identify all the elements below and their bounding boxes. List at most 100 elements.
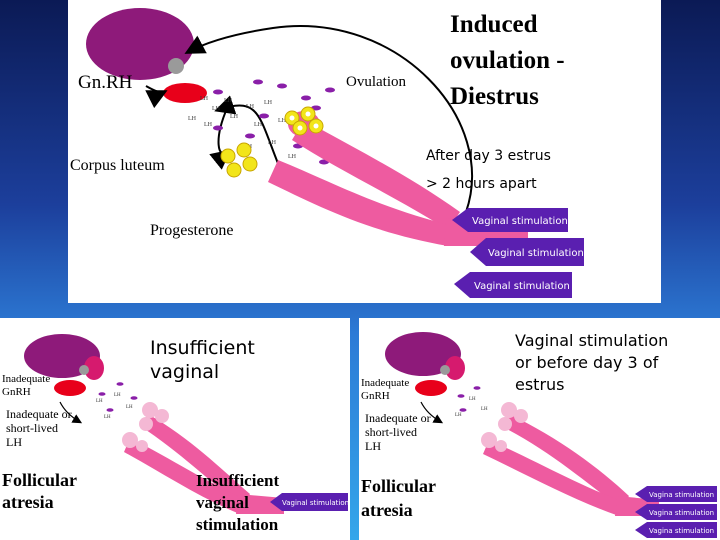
hypothalamus-lobe xyxy=(84,356,104,380)
early-stimulation-panel: LH LH LH Inadequate GnRH Inadequate or sh… xyxy=(359,318,720,540)
svg-text:Vagina stimulation: Vagina stimulation xyxy=(649,491,714,499)
hypothalamus-nucleus xyxy=(440,365,450,375)
svg-text:ovulation -: ovulation - xyxy=(450,47,565,74)
insufficient-label-3: stimulation xyxy=(196,515,279,534)
pituitary-shape xyxy=(163,83,207,103)
vaginal-stimulation-arrow-3: Vagina stimulation xyxy=(635,522,717,538)
short-lived-lh-label: Inadequate or xyxy=(6,407,72,421)
panel-title: Vaginal stimulation xyxy=(515,331,668,350)
svg-text:LH: LH xyxy=(126,405,133,410)
progesterone-label: Progesterone xyxy=(150,222,234,239)
svg-text:LH: LH xyxy=(288,154,297,160)
inadequate-gnrh-label-2: GnRH xyxy=(2,386,31,398)
ovary-follicles xyxy=(122,402,169,452)
hypothalamus-shape xyxy=(385,332,461,376)
insufficient-label: Insufficient xyxy=(196,471,279,490)
short-lived-lh-label-3: LH xyxy=(365,439,381,453)
svg-text:LH: LH xyxy=(246,104,255,110)
follicular-atresia-label: Follicular xyxy=(2,470,77,490)
svg-text:LH: LH xyxy=(114,393,121,398)
svg-text:Vaginal stimulation: Vaginal stimulation xyxy=(488,248,584,259)
svg-text:LH: LH xyxy=(212,106,221,112)
pituitary-shape xyxy=(415,380,447,396)
feedback-arrow xyxy=(184,25,473,213)
timing-line-2: > 2 hours apart xyxy=(426,176,537,192)
short-lived-lh-label-3: LH xyxy=(6,435,22,449)
panel-title-3: estrus xyxy=(515,375,565,394)
corpora-lutea xyxy=(220,142,258,178)
follicular-atresia-label-2: atresia xyxy=(2,492,54,512)
svg-text:LH: LH xyxy=(230,114,239,120)
hypothalamus-shape xyxy=(86,8,194,80)
svg-text:LH: LH xyxy=(264,100,273,106)
uterine-horn-lower xyxy=(268,160,454,246)
corpus-luteum-label: Corpus luteum xyxy=(70,157,165,174)
inadequate-gnrh-label-2: GnRH xyxy=(361,390,390,402)
ovulation-label: Ovulation xyxy=(346,74,406,90)
svg-text:LH: LH xyxy=(469,397,476,402)
pituitary-shape xyxy=(54,380,86,396)
progesterone-arrow xyxy=(214,95,285,179)
inadequate-gnrh-label: Inadequate xyxy=(2,373,50,385)
follicular-atresia-label-2: atresia xyxy=(361,500,413,520)
short-lived-lh-label-2: short-lived xyxy=(365,425,417,439)
lh-labels: LH LH LH xyxy=(455,397,488,418)
svg-text:LH: LH xyxy=(268,140,277,146)
svg-text:Diestrus: Diestrus xyxy=(450,83,539,110)
svg-text:LH: LH xyxy=(96,399,103,404)
vaginal-stimulation-arrow-3: Vaginal stimulation xyxy=(454,272,572,298)
cervix-vagina xyxy=(236,494,284,514)
uterine-horn-lower xyxy=(483,440,625,516)
uterine-horn-upper xyxy=(292,120,460,230)
svg-text:Vaginal stimulation: Vaginal stimulation xyxy=(474,281,570,292)
panel-title: Insufficient xyxy=(150,337,255,359)
svg-text:LH: LH xyxy=(200,96,209,102)
svg-text:LH: LH xyxy=(224,98,233,104)
lh-arrow xyxy=(420,401,444,424)
short-lived-lh-label-2: short-lived xyxy=(6,421,58,435)
uterine-horn-upper xyxy=(140,414,250,506)
gnrh-arrow xyxy=(145,85,168,109)
svg-text:Vaginal stimulation: Vaginal stimulation xyxy=(282,499,349,507)
panel-title-2: or before day 3 of xyxy=(515,353,659,372)
early-stimulation-diagram: LH LH LH Inadequate GnRH Inadequate or sh… xyxy=(361,331,717,538)
svg-text:LH: LH xyxy=(455,413,462,418)
gnrh-label: Gn.RH xyxy=(78,72,133,93)
svg-text:LH: LH xyxy=(254,122,263,128)
svg-text:LH: LH xyxy=(188,116,197,122)
hypothalamus-lobe xyxy=(445,356,465,380)
follicular-atresia-label: Follicular xyxy=(361,476,436,496)
svg-text:Vagina stimulation: Vagina stimulation xyxy=(649,527,714,535)
svg-text:Induced: Induced xyxy=(450,11,538,38)
insufficient-label-2: vaginal xyxy=(196,493,249,512)
vaginal-stimulation-arrow: Vaginal stimulation xyxy=(270,493,349,511)
svg-text:LH: LH xyxy=(481,407,488,412)
lh-molecules xyxy=(457,386,481,412)
svg-text:Vaginal stimulation: Vaginal stimulation xyxy=(472,216,568,227)
lh-labels: LH LH LH LH xyxy=(96,393,133,420)
timing-line-1: After day 3 estrus xyxy=(426,148,551,164)
hypothalamus-nucleus xyxy=(79,365,89,375)
vaginal-stimulation-arrow-1: Vaginal stimulation xyxy=(452,208,568,232)
svg-text:LH: LH xyxy=(104,415,111,420)
lh-arrow xyxy=(59,401,83,424)
uterine-horn-upper xyxy=(501,414,629,508)
page-title: Induced ovulation - Diestrus xyxy=(450,11,565,110)
inadequate-gnrh-label: Inadequate xyxy=(361,377,409,389)
svg-text:LH: LH xyxy=(278,118,287,124)
svg-text:LH: LH xyxy=(204,122,213,128)
short-lived-lh-label: Inadequate or xyxy=(365,411,431,425)
svg-text:Vagina stimulation: Vagina stimulation xyxy=(649,509,714,517)
uterine-horn-lower xyxy=(124,438,246,514)
ovary-follicles xyxy=(481,402,528,452)
vaginal-stimulation-arrow-1: Vagina stimulation xyxy=(635,486,717,502)
lh-molecules xyxy=(213,79,335,165)
vaginal-stimulation-arrow-2: Vaginal stimulation xyxy=(470,238,584,266)
vaginal-stimulation-arrow-2: Vagina stimulation xyxy=(635,504,717,520)
hypothalamus-nucleus xyxy=(168,58,184,74)
ovulating-follicles xyxy=(284,106,324,136)
